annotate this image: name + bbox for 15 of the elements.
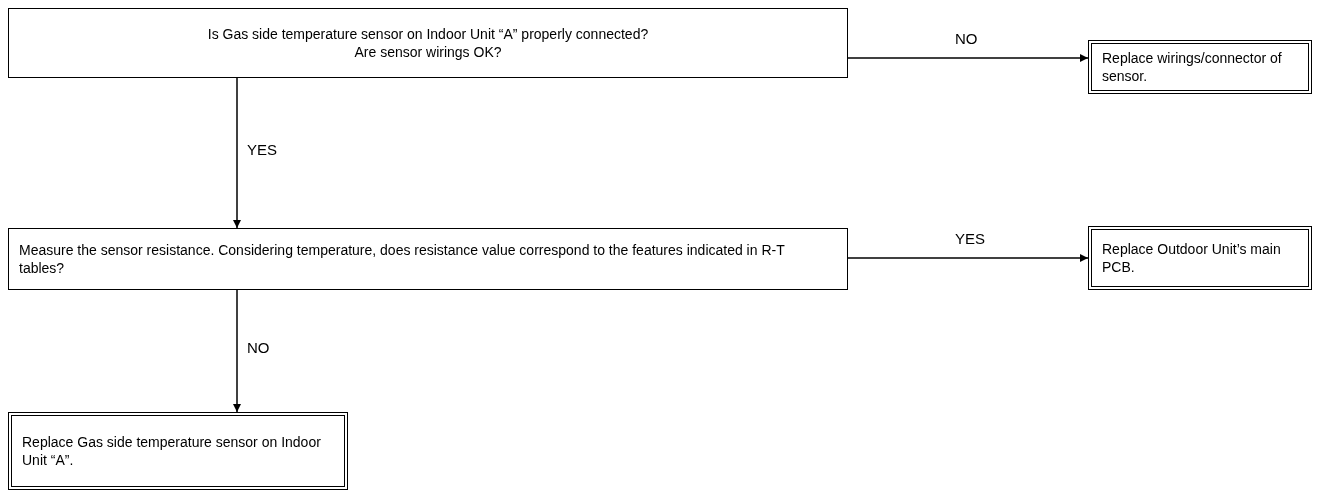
box-text: Replace Outdoor Unit’s main PCB. — [1102, 240, 1282, 276]
arrow — [847, 254, 1089, 262]
box-text: Is Gas side temperature sensor on Indoor Unit “A” properly connected? — [206, 25, 650, 43]
action-box — [8, 412, 348, 490]
box-text: Are sensor wirings OK? — [353, 43, 503, 61]
action-box — [1088, 226, 1312, 290]
arrow — [233, 289, 241, 413]
question-box — [8, 8, 848, 78]
arrow — [233, 77, 241, 229]
arrow — [847, 54, 1089, 62]
box-text: Replace wirings/connector of sensor. — [1102, 49, 1283, 85]
action-box — [1088, 40, 1312, 94]
box-text: Replace Gas side temperature sensor on Indoor Unit “A”. — [22, 433, 322, 469]
box-text: Measure the sensor resistance. Considering temperature, does resistance value correspond to the features indicated in R-T tables? — [19, 241, 786, 277]
question-box — [8, 228, 848, 290]
